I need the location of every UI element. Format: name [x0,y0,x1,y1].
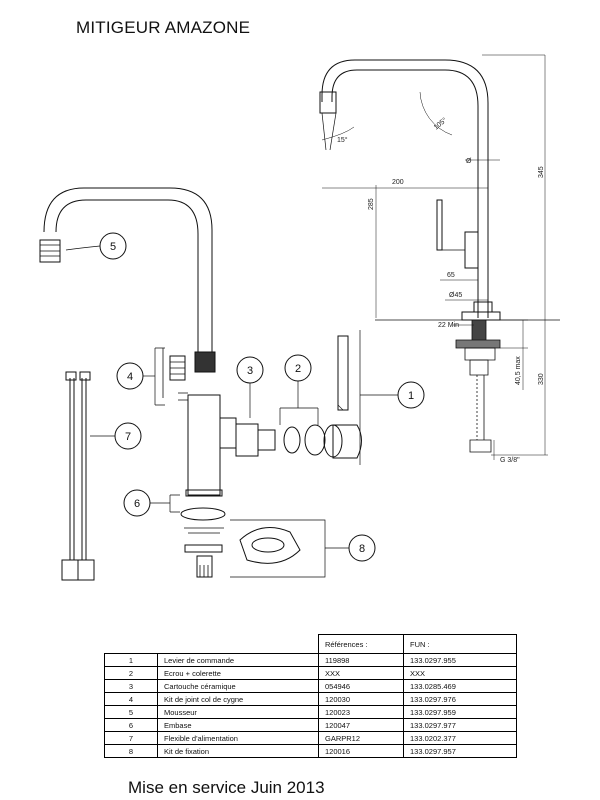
callout-5: 5 [110,241,116,253]
mixer-body [178,392,237,497]
callout-labels: 1 2 3 4 5 6 7 8 [110,241,414,555]
row-number: 7 [104,731,158,745]
row-number: 5 [104,705,158,719]
callout-7: 7 [125,431,131,443]
callout-leaders [65,245,398,578]
callout-2: 2 [295,363,301,375]
row-fun: 133.0285.469 [403,679,517,693]
dim-thickness-max: 40,5 max [515,356,522,385]
dim-counter-min: 22 Min [438,322,459,329]
dim-reach: 200 [392,179,404,186]
row-designation: Embase [157,718,319,732]
row-reference: GARPR12 [318,731,404,745]
table-row: 4 Kit de joint col de cygne 120030 133.0… [104,692,517,706]
commissioning-date: Mise en service Juin 2013 [128,778,325,797]
exploded-diagram: 1 2 3 4 5 6 7 8 15° 105° Ø 200 285 345 6… [39,54,560,581]
row-reference: 120030 [318,692,404,706]
dimension-lines [321,54,548,460]
table-row: 3 Cartouche céramique 054946 133.0285.46… [104,679,517,693]
row-number: 1 [104,653,158,667]
dim-lever-offset: 65 [447,272,455,279]
row-designation: Mousseur [157,705,319,719]
row-number: 8 [104,744,158,758]
callout-1: 1 [408,390,414,402]
dim-hose-length: 330 [538,373,545,385]
header-fun: FUN : [403,634,517,654]
row-number: 3 [104,679,158,693]
table-row: 1 Levier de commande 119898 133.0297.955 [104,653,517,667]
table-row: 8 Kit de fixation 120016 133.0297.957 [104,744,517,758]
seal-kit-part [162,348,186,398]
dimension-labels: 15° 105° Ø 200 285 345 65 Ø45 22 Min 40,… [337,116,545,464]
faucet-elevation [319,59,560,321]
parts-table: Références : FUN : 1 Levier de commande … [104,634,517,758]
row-number: 2 [104,666,158,680]
row-designation: Kit de joint col de cygne [157,692,319,706]
dim-height-total: 345 [538,166,545,178]
dim-diameter: Ø [466,158,472,165]
row-fun: 133.0297.976 [403,692,517,706]
dim-base-diameter: Ø45 [449,292,462,299]
counter-section [455,319,501,453]
row-reference: XXX [318,666,404,680]
row-reference: 119898 [318,653,404,667]
row-designation: Cartouche céramique [157,679,319,693]
row-number: 6 [104,718,158,732]
supply-hoses-part [61,371,95,581]
row-fun: 133.0297.959 [403,705,517,719]
row-designation: Levier de commande [157,653,319,667]
table-row: 6 Embase 120047 133.0297.977 [104,718,517,732]
fixing-kit-part [184,527,301,578]
aerator-part [39,239,61,263]
row-fun: 133.0297.977 [403,718,517,732]
table-row: 2 Ecrou + colerette XXX XXX [104,666,517,680]
row-fun: 133.0202.377 [403,731,517,745]
gooseneck-spout [43,187,216,373]
row-fun: XXX [403,666,517,680]
row-designation: Ecrou + colerette [157,666,319,680]
nut-collar-part [283,424,326,456]
row-fun: 133.0297.957 [403,744,517,758]
row-reference: 120047 [318,718,404,732]
callout-circles [99,232,425,562]
table-header-row: Références : FUN : [105,634,517,654]
lever-part [323,335,362,459]
row-number: 4 [104,692,158,706]
row-designation: Flexible d'alimentation [157,731,319,745]
header-references: Références : [318,634,404,654]
base-part [180,507,226,534]
page-title: MITIGEUR AMAZONE [76,18,251,37]
row-fun: 133.0297.955 [403,653,517,667]
row-designation: Kit de fixation [157,744,319,758]
table-row: 5 Mousseur 120023 133.0297.959 [104,705,517,719]
dim-height-body: 285 [368,198,375,210]
callout-8: 8 [359,543,365,555]
row-reference: 120016 [318,744,404,758]
row-reference: 120023 [318,705,404,719]
cartridge-part [235,423,276,457]
callout-4: 4 [127,371,133,383]
dim-angle-spout: 15° [337,136,348,144]
callout-6: 6 [134,498,140,510]
row-reference: 054946 [318,679,404,693]
callout-3: 3 [247,365,253,377]
dim-thread: G 3/8" [500,457,520,464]
table-row: 7 Flexible d'alimentation GARPR12 133.02… [104,731,517,745]
